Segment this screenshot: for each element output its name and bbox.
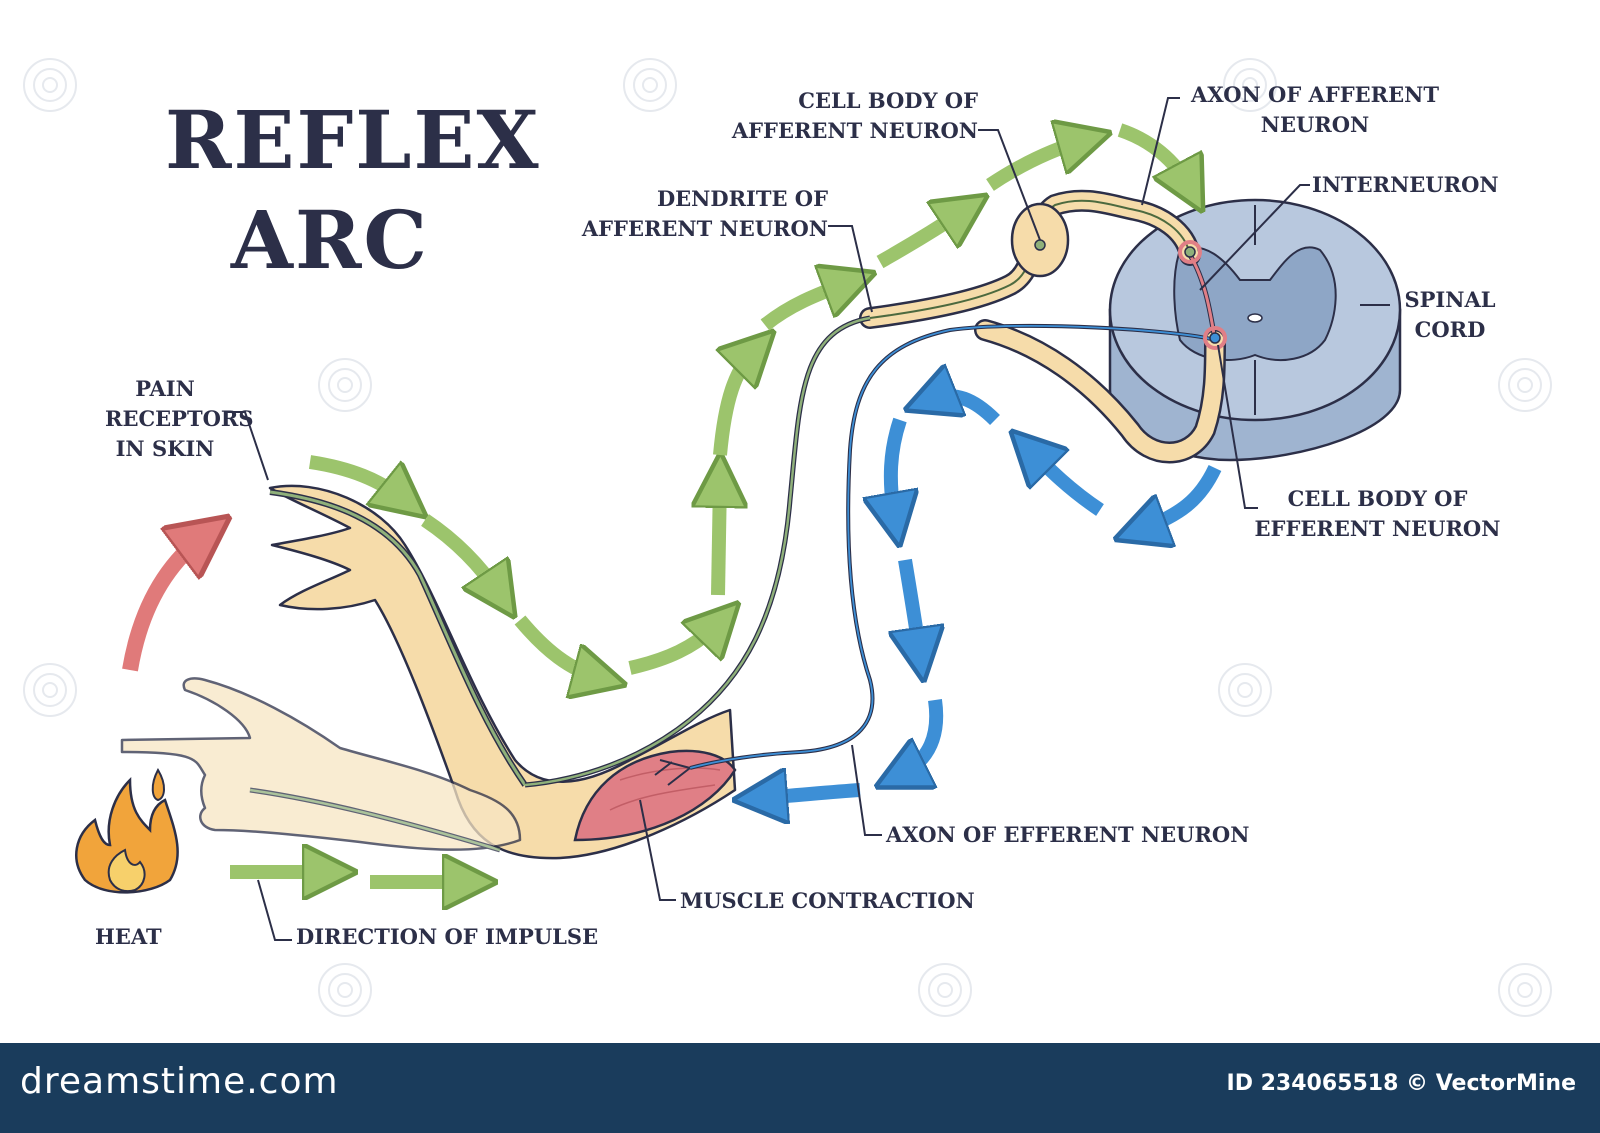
label-cell-body-efferent: CELL BODY OF EFFERENT NEURON: [1254, 486, 1501, 541]
watermark-spiral-icon: [23, 58, 1552, 1017]
interneuron: [1178, 240, 1227, 350]
drop-icon: [151, 767, 165, 802]
footer-bar: dreamstime.com ID 234065518 © VectorMine: [0, 1043, 1600, 1133]
withdrawal-arrow: [122, 535, 205, 672]
efferent-impulse-arrows: [760, 396, 1222, 798]
label-axon-efferent: AXON OF EFFERENT NEURON: [886, 822, 1250, 847]
afferent-impulse-arrows: [230, 130, 1190, 882]
label-cell-body-afferent: CELL BODY OF AFFERENT NEURON: [731, 88, 978, 143]
title-line-2: ARC: [230, 193, 430, 287]
arm-lowered: [120, 677, 522, 853]
label-interneuron: INTERNEURON: [1312, 172, 1499, 197]
title-line-1: REFLEX: [165, 93, 541, 187]
label-heat: HEAT: [95, 924, 162, 949]
leader-lines: [225, 97, 1390, 941]
label-direction-of-impulse: DIRECTION OF IMPULSE: [296, 924, 599, 949]
brand-logo[interactable]: dreamstime.com: [20, 1061, 339, 1102]
flame-icon: [75, 776, 179, 894]
label-axon-afferent: AXON OF AFFERENT NEURON: [1191, 82, 1439, 137]
label-muscle-contraction: MUSCLE CONTRACTION: [680, 888, 975, 913]
label-spinal-cord: SPINAL CORD: [1404, 287, 1496, 342]
label-dendrite-afferent: DENDRITE OF AFFERENT NEURON: [581, 186, 828, 241]
afferent-neuron: [859, 189, 1226, 464]
stock-id-credit: ID 234065518 © VectorMine: [1226, 1071, 1576, 1096]
label-pain-receptors: PAIN RECEPTORS IN SKIN: [105, 376, 254, 461]
muscle: [573, 749, 737, 842]
